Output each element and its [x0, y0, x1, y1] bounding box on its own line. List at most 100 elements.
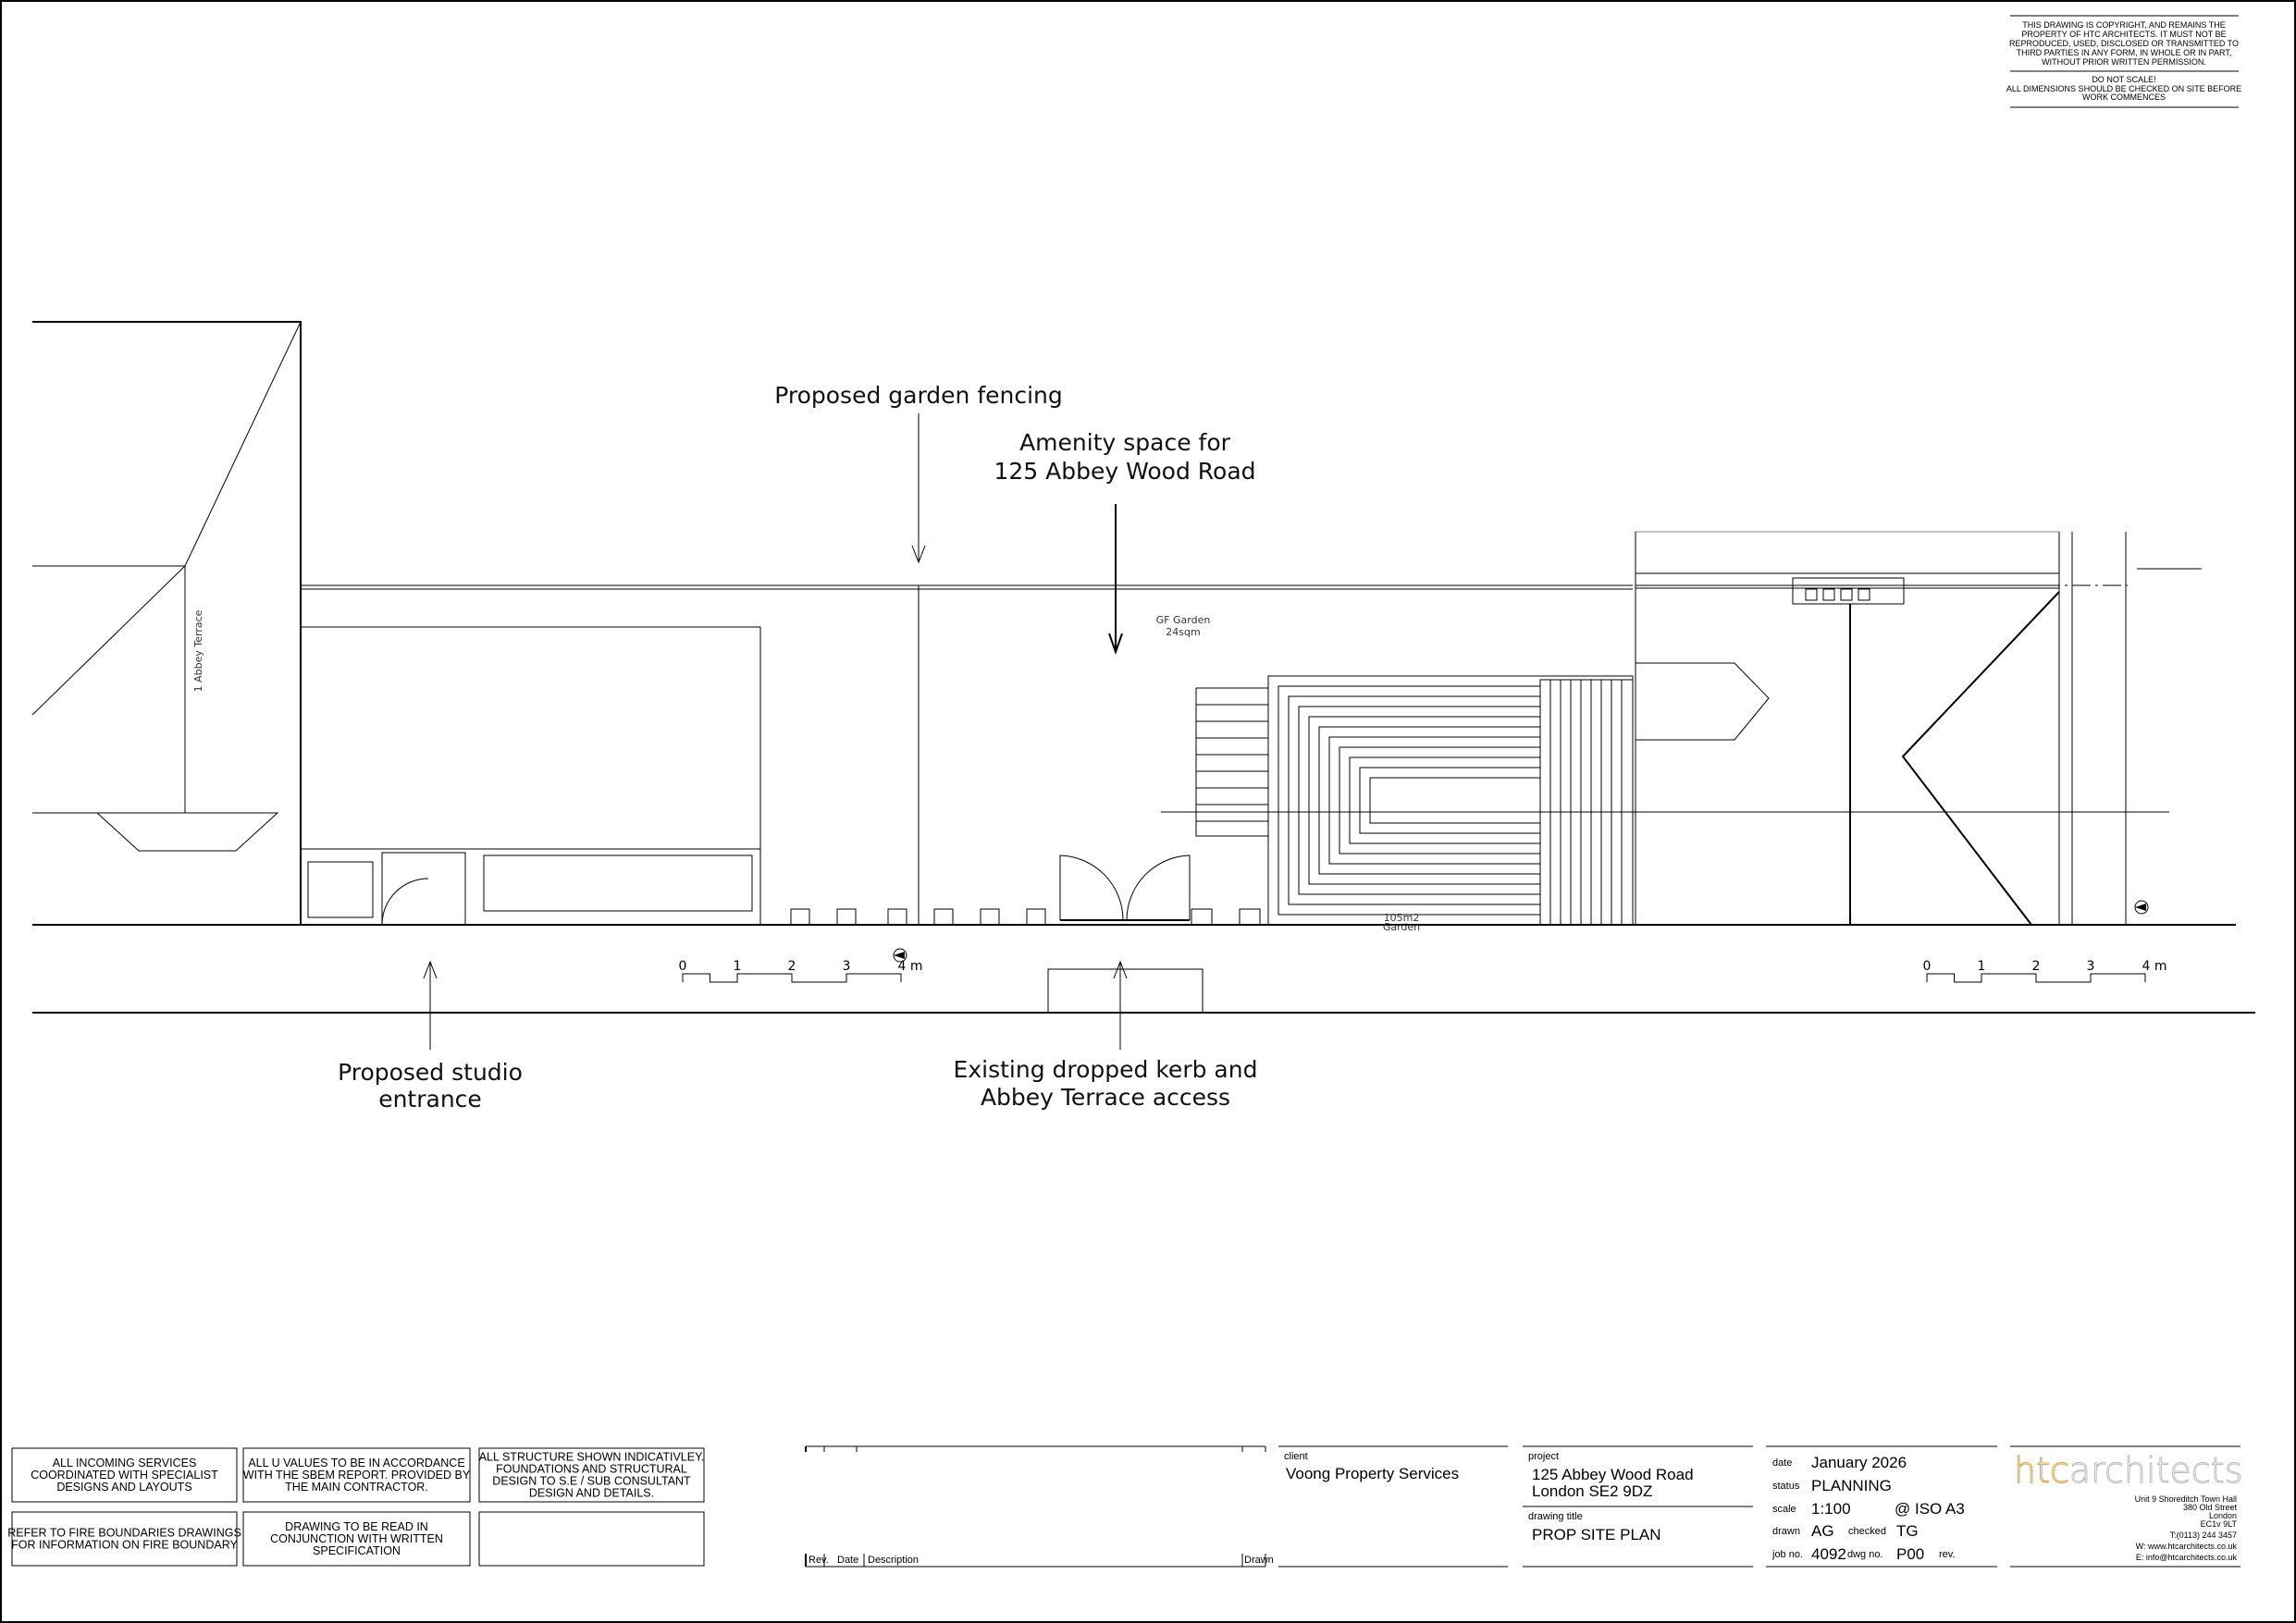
- label-studio-1: Proposed studio: [338, 1059, 523, 1086]
- note-box: [478, 1511, 705, 1567]
- svg-text:REPRODUCED, USED, DISCLOSED OR: REPRODUCED, USED, DISCLOSED OR TRANSMITT…: [2009, 39, 2239, 48]
- svg-text:THIS DRAWING IS COPYRIGHT, AND: THIS DRAWING IS COPYRIGHT, AND REMAINS T…: [2022, 20, 2226, 30]
- project-block: project 125 Abbey Wood Road London SE2 9…: [1523, 1445, 1753, 1568]
- svg-text:W: www.htcarchitects.co.uk: W: www.htcarchitects.co.uk: [2136, 1542, 2238, 1551]
- svg-text:WITHOUT PRIOR WRITTEN PERMISSI: WITHOUT PRIOR WRITTEN PERMISSION.: [2042, 57, 2206, 67]
- scale-tick: 3: [2087, 959, 2095, 974]
- note-box: [242, 1511, 471, 1567]
- copyright-notice: THIS DRAWING IS COPYRIGHT, AND REMAINS T…: [2006, 15, 2241, 108]
- svg-text:TG: TG: [1896, 1522, 1919, 1540]
- svg-text:THIRD PARTIES IN ANY FORM, IN: THIRD PARTIES IN ANY FORM, IN WHOLE OR I…: [2017, 48, 2232, 57]
- label-amenity-1: Amenity space for: [1019, 429, 1231, 456]
- step: [1359, 767, 1540, 834]
- revision-table: Rev. Date Description Drawn: [805, 1445, 1274, 1568]
- label-kerb-1: Existing dropped kerb and: [954, 1056, 1258, 1083]
- north-arrow-icon: [893, 900, 2149, 963]
- step: [1328, 736, 1540, 865]
- label-garden: Garden: [1383, 921, 1420, 933]
- note-box: [242, 1447, 471, 1503]
- step: [1288, 695, 1540, 905]
- note-text: FOUNDATIONS AND STRUCTURAL: [496, 1463, 687, 1476]
- note-text: DESIGNS AND LAYOUTS: [56, 1481, 191, 1494]
- svg-text:project: project: [1528, 1451, 1559, 1462]
- client-name: Voong Property Services: [1286, 1465, 1459, 1482]
- step: [1318, 726, 1540, 875]
- label-garden-area: 105m2: [1384, 912, 1420, 924]
- svg-text:380 Old Street: 380 Old Street: [2183, 1503, 2238, 1512]
- svg-text:date: date: [1772, 1457, 1792, 1469]
- svg-text:E: info@htcarchitects.co.uk: E: info@htcarchitects.co.uk: [2136, 1553, 2238, 1562]
- note-text: REFER TO FIRE BOUNDARIES DRAWINGS: [7, 1527, 241, 1540]
- note-text: DESIGN AND DETAILS.: [529, 1487, 654, 1500]
- annotation-arrows: [423, 413, 1128, 1050]
- scale-tick: 0: [679, 959, 687, 974]
- svg-text:1:100: 1:100: [1811, 1500, 1851, 1518]
- svg-text:DO NOT SCALE!: DO NOT SCALE!: [2092, 75, 2155, 84]
- scale-tick: 4 m: [2142, 959, 2167, 974]
- svg-text:job no.: job no.: [1771, 1549, 1803, 1560]
- neighbour-building: 1 Abbey Terrace: [31, 321, 302, 925]
- note-text: ALL STRUCTURE SHOWN INDICATIVLEY.: [479, 1451, 705, 1464]
- svg-text:EC1v 9LT: EC1v 9LT: [2201, 1519, 2238, 1529]
- note-text: WITH THE SBEM REPORT. PROVIDED BY: [243, 1469, 471, 1482]
- svg-text:drawn: drawn: [1772, 1526, 1800, 1537]
- scale-tick: 1: [734, 959, 742, 974]
- svg-text:Drawn: Drawn: [1244, 1555, 1274, 1566]
- svg-text:checked: checked: [1848, 1526, 1886, 1537]
- svg-text:Date: Date: [837, 1555, 858, 1566]
- gates: [1047, 855, 1204, 1014]
- svg-text:status: status: [1772, 1481, 1800, 1492]
- svg-text:PLANNING: PLANNING: [1811, 1477, 1892, 1494]
- svg-text:London: London: [2209, 1511, 2237, 1520]
- scale-tick: 2: [788, 959, 796, 974]
- drawing-title: PROP SITE PLAN: [1532, 1526, 1661, 1543]
- svg-text:@ ISO A3: @ ISO A3: [1895, 1500, 1965, 1518]
- scale-tick: 2: [2032, 959, 2041, 974]
- firm-block: htcarchitects Unit 9 Shoreditch Town Hal…: [2010, 1445, 2243, 1568]
- svg-text:PROPERTY OF HTC ARCHITECTS. I: PROPERTY OF HTC ARCHITECTS. IT MUST NOT …: [2021, 30, 2226, 39]
- scale-tick: 0: [1923, 959, 1932, 974]
- step: [1298, 706, 1540, 895]
- svg-text:ALL DIMENSIONS SHOULD BE CHECK: ALL DIMENSIONS SHOULD BE CHECKED ON SITE…: [2006, 84, 2241, 93]
- label-gf-garden-area: 24sqm: [1166, 626, 1200, 638]
- note-text: CONJUNCTION WITH WRITTEN: [270, 1532, 443, 1545]
- client-block: client Voong Property Services: [1278, 1445, 1508, 1568]
- note-text: FOR INFORMATION ON FIRE BOUNDARY: [11, 1539, 238, 1552]
- note-box: [11, 1447, 238, 1503]
- existing-house: [1614, 531, 2202, 926]
- note-text: DESIGN TO S.E / SUB CONSULTANT: [492, 1475, 691, 1488]
- svg-text:dwg no.: dwg no.: [1847, 1549, 1883, 1560]
- svg-text:Description: Description: [868, 1555, 919, 1566]
- svg-text:AG: AG: [1811, 1522, 1834, 1540]
- note-box: [11, 1511, 238, 1567]
- svg-text:Rev.: Rev.: [809, 1555, 829, 1566]
- svg-text:Unit 9 Shoreditch Town Hall: Unit 9 Shoreditch Town Hall: [2135, 1494, 2237, 1504]
- note-text: SPECIFICATION: [313, 1544, 401, 1557]
- step: [1349, 756, 1540, 844]
- svg-text:4092: 4092: [1811, 1545, 1846, 1563]
- proposed-studio: [300, 626, 761, 926]
- svg-text:WORK COMMENCES: WORK COMMENCES: [2082, 92, 2166, 102]
- note-text: THE MAIN CONTRACTOR.: [285, 1481, 428, 1494]
- note-text: DRAWING TO BE READ IN: [285, 1520, 428, 1533]
- svg-text:client: client: [1284, 1451, 1308, 1462]
- note-text: COORDINATED WITH SPECIALIST: [31, 1469, 218, 1482]
- svg-text:drawing title: drawing title: [1528, 1511, 1583, 1522]
- note-text: ALL INCOMING SERVICES: [53, 1457, 197, 1469]
- label-kerb-2: Abbey Terrace access: [981, 1084, 1230, 1111]
- svg-text:January 2026: January 2026: [1811, 1454, 1907, 1471]
- project-address-1: 125 Abbey Wood Road: [1532, 1466, 1694, 1483]
- step: [1308, 716, 1540, 885]
- step: [1369, 777, 1540, 824]
- svg-text:1 Abbey Terrace: 1 Abbey Terrace: [192, 609, 204, 692]
- note-box: [478, 1447, 705, 1503]
- firm-logo: htcarchitects: [2014, 1450, 2242, 1491]
- label-proposed-fencing: Proposed garden fencing: [774, 382, 1063, 409]
- scale-tick: 3: [843, 959, 851, 974]
- project-address-2: London SE2 9DZ: [1532, 1482, 1652, 1500]
